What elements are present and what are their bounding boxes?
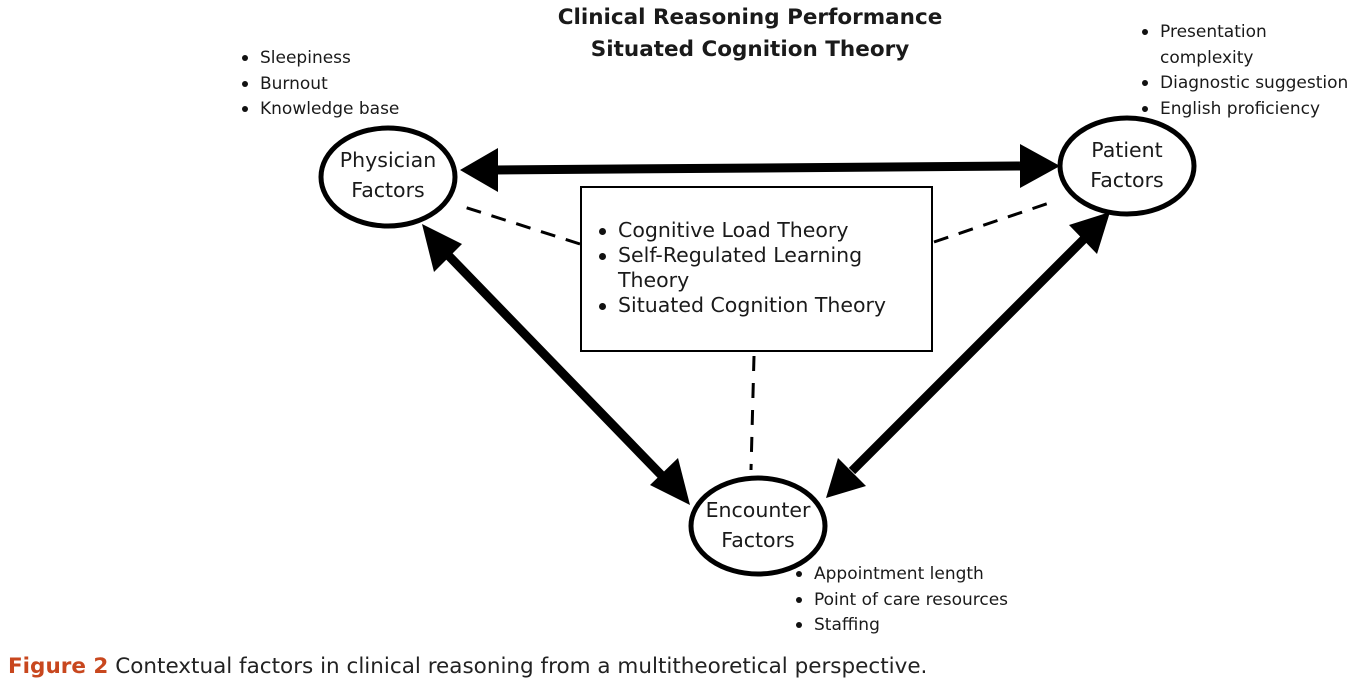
physician-factors-node (318, 125, 458, 229)
arrow-head-to-encounter-right (826, 458, 866, 498)
list-item: Staffing (793, 613, 1008, 639)
patient-node-label: Patient Factors (1060, 135, 1194, 195)
arrow-head-to-patient (1020, 144, 1060, 188)
list-item: Knowledge base (239, 97, 399, 123)
encounter-label-line-1: Encounter (705, 498, 811, 522)
theory-list: Cognitive Load Theory Self-Regulated Lea… (596, 218, 916, 318)
arrow-physician-patient-shaft (493, 161, 1021, 175)
arrow-head-to-physician (460, 148, 498, 192)
title-line-1: Clinical Reasoning Performance (557, 5, 943, 30)
diagram-title: Clinical Reasoning Performance Situated … (520, 2, 980, 66)
physician-factor-list: Sleepiness Burnout Knowledge base (239, 46, 399, 123)
list-item: English proficiency (1139, 97, 1348, 123)
list-item: Appointment length (793, 562, 1008, 588)
patient-factor-list: Presentation complexity Diagnostic sugge… (1139, 20, 1348, 122)
list-item: Sleepiness (239, 46, 399, 72)
list-item: Burnout (239, 72, 399, 98)
caption-text: Contextual factors in clinical reasoning… (108, 654, 928, 679)
arrow-patient-encounter-shaft (848, 235, 1088, 475)
figure-caption: Figure 2 Contextual factors in clinical … (8, 653, 927, 681)
physician-label-line-2: Factors (351, 178, 425, 202)
theory-box-frame (580, 186, 933, 352)
dashed-link-encounter (749, 355, 756, 471)
patient-factors-node (1057, 115, 1197, 217)
patient-label-line-1: Patient (1091, 138, 1163, 162)
arrow-head-to-physician-lower (422, 224, 462, 272)
physician-label-line-1: Physician (339, 148, 437, 172)
encounter-node-label: Encounter Factors (690, 495, 826, 555)
list-item: Diagnostic suggestion (1139, 71, 1348, 97)
encounter-label-line-2: Factors (721, 528, 795, 552)
patient-label-line-2: Factors (1090, 168, 1164, 192)
title-line-2: Situated Cognition Theory (590, 37, 910, 62)
arrow-head-to-patient-lower (1069, 212, 1110, 254)
arrow-physician-encounter-shaft (443, 250, 671, 485)
list-item: Point of care resources (793, 588, 1008, 614)
list-item: Situated Cognition Theory (596, 293, 916, 318)
list-item: Self-Regulated Learning Theory (596, 243, 916, 293)
caption-label: Figure 2 (8, 654, 109, 679)
list-item: Presentation complexity (1139, 20, 1310, 71)
dashed-link-patient (933, 199, 1056, 244)
encounter-factors-node (688, 475, 828, 577)
encounter-factor-list: Appointment length Point of care resourc… (793, 562, 1008, 639)
list-item: Cognitive Load Theory (596, 218, 916, 243)
physician-node-label: Physician Factors (322, 145, 454, 205)
dashed-link-physician (457, 203, 581, 246)
arrow-head-to-encounter-left (650, 458, 690, 505)
